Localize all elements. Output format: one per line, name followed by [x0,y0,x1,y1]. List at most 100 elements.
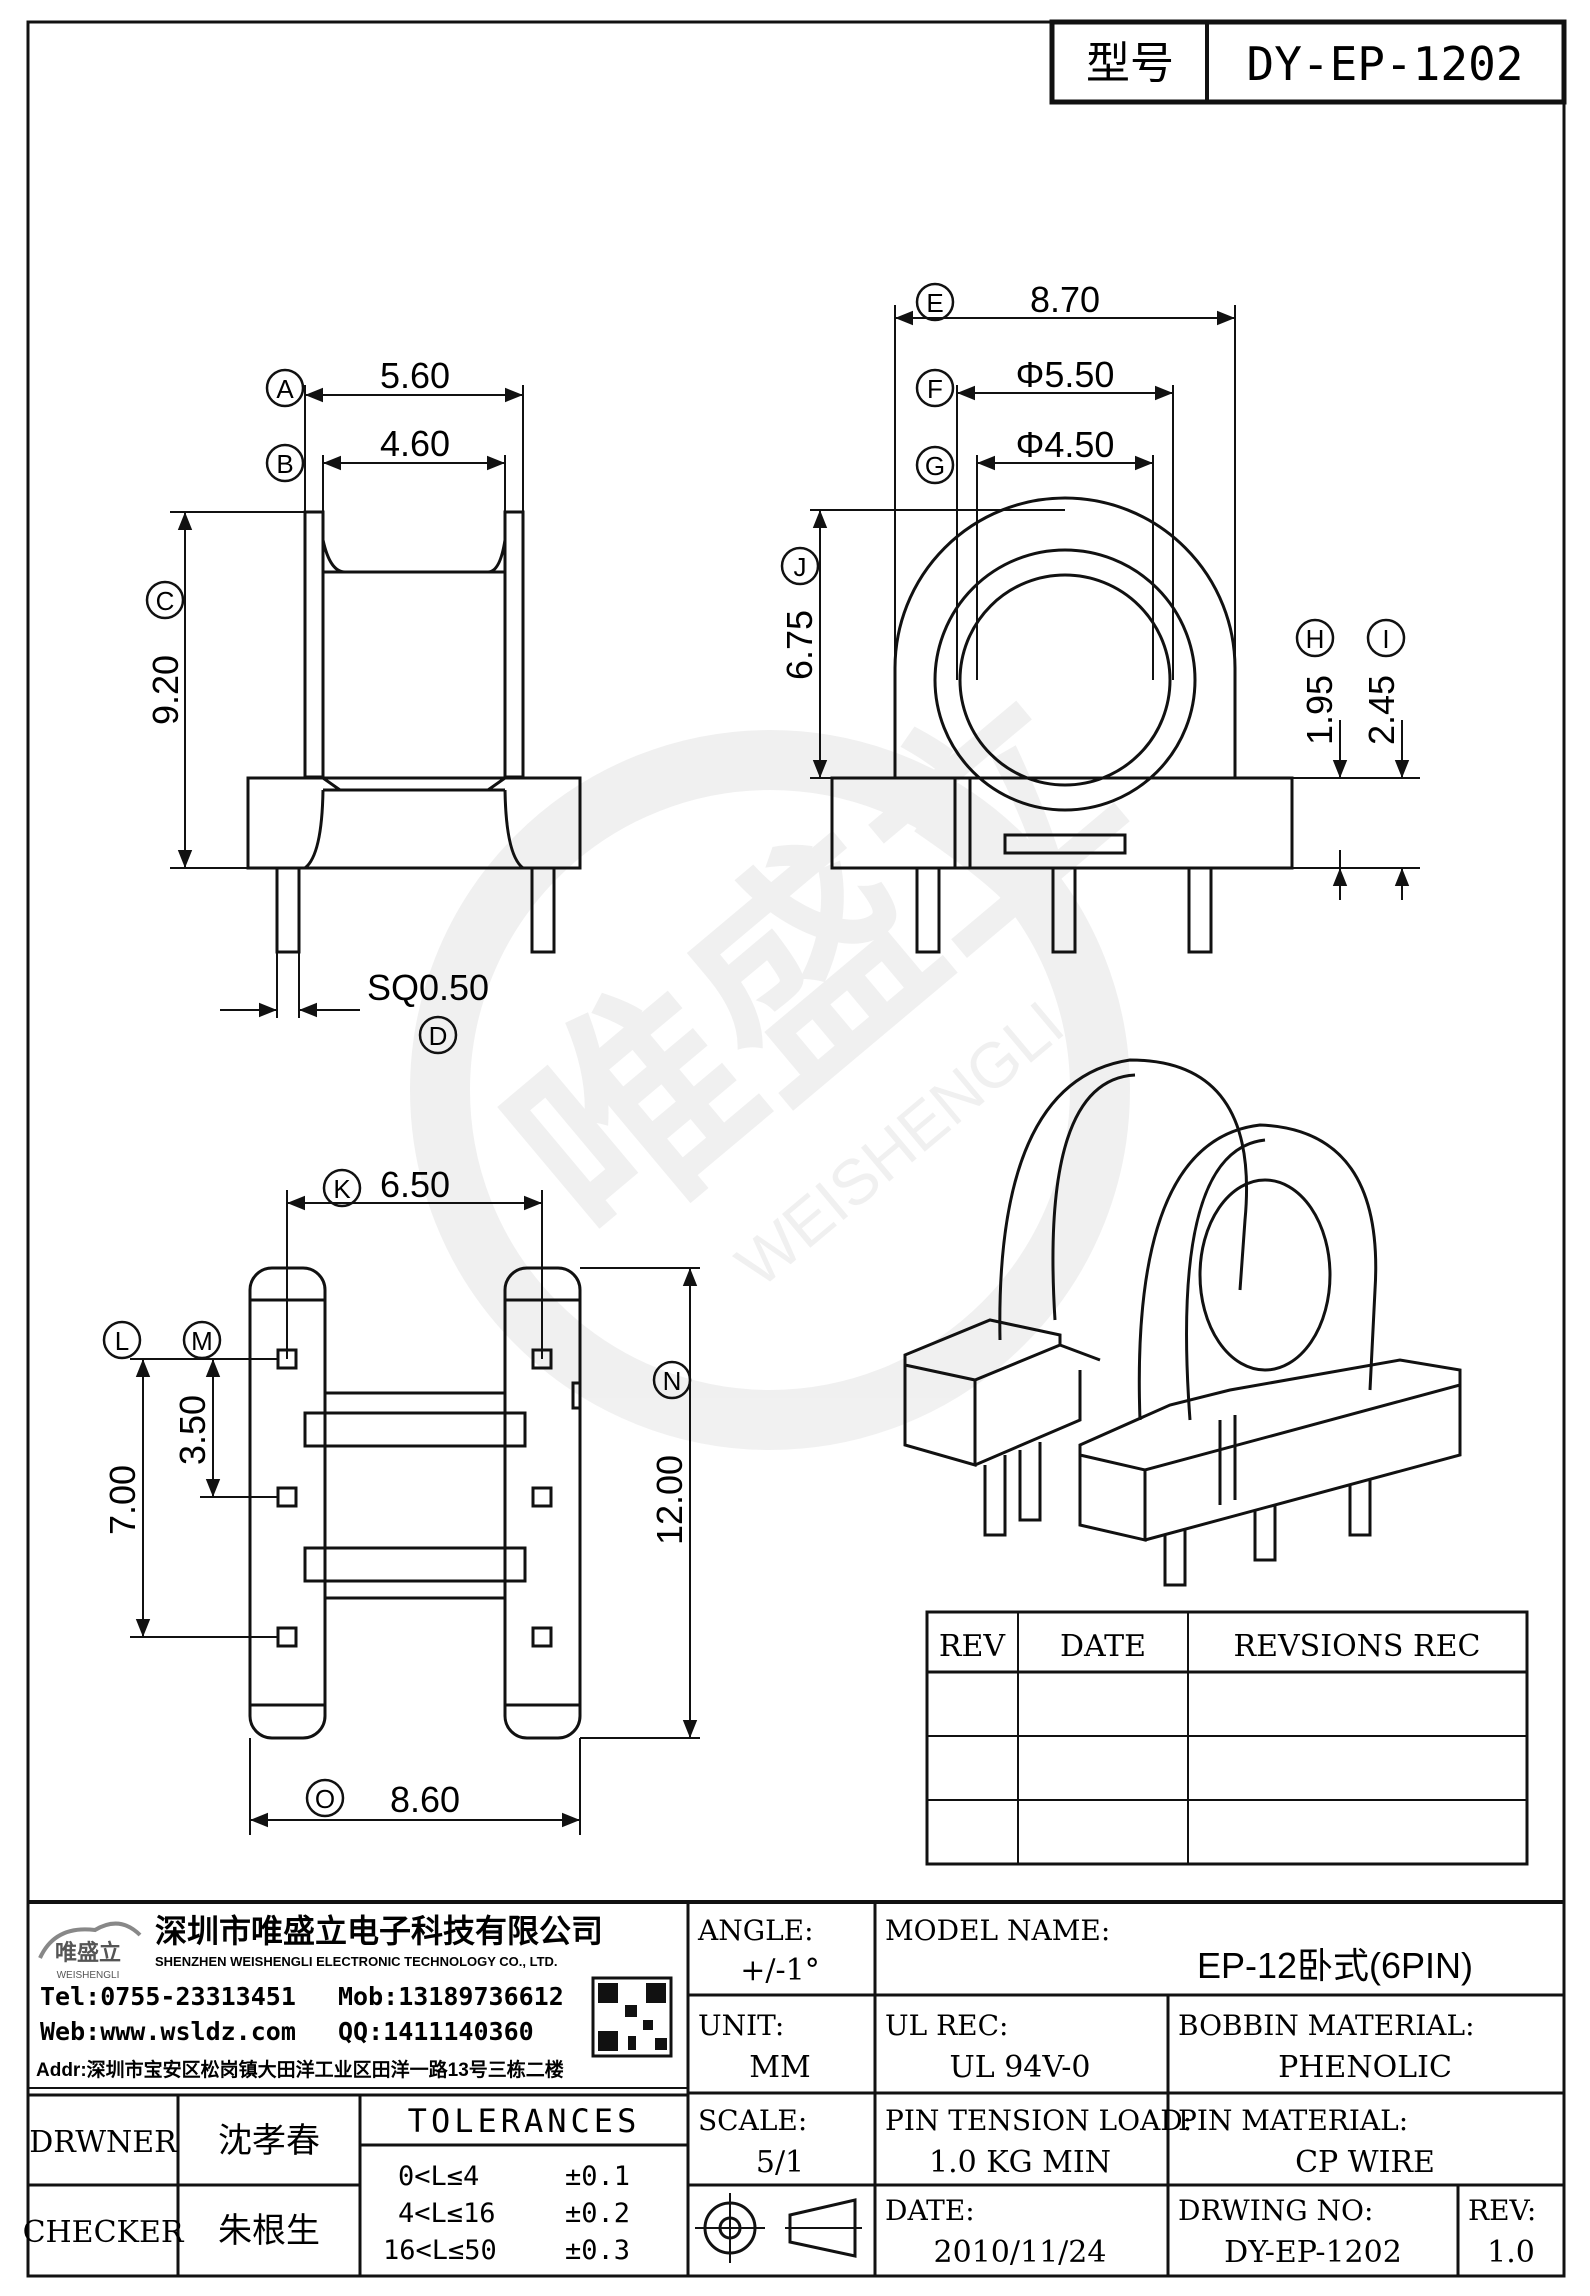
dim-n-value: 12.00 [649,1455,690,1545]
company-mob: Mob:13189736612 [338,1982,564,2011]
dim-d-value: SQ0.50 [367,967,489,1008]
unit-label: UNIT: [698,2009,784,2042]
ref-a-balloon: A [265,368,305,408]
front-view [830,496,1294,954]
side-view-dimensions [170,385,524,1018]
dim-o-value: 8.60 [390,1779,460,1820]
drawner-value: 沈孝春 [218,2122,320,2160]
checker-value: 朱根生 [218,2212,320,2250]
svg-text:C: C [156,586,175,616]
bobbin-material-value: PHENOLIC [1278,2050,1452,2085]
svg-text:K: K [333,1174,351,1204]
side-view [246,510,582,954]
dim-b-value: 4.60 [380,423,450,464]
company-web: Web:www.wsldz.com [40,2017,296,2046]
company-name-cn: 深圳市唯盛立电子科技有限公司 [155,1913,603,1949]
ref-m-balloon: M [182,1320,222,1360]
ref-o-balloon: O [305,1778,345,1818]
tol-1-value: ±0.1 [565,2161,630,2192]
ref-e-balloon: E [915,282,955,322]
pin-tension-label: PIN TENSION LOAD: [885,2104,1192,2137]
dim-e-value: 8.70 [1030,279,1100,320]
revisions-rec-header: REVSIONS REC [1234,1629,1481,1664]
rev-header: REV [939,1629,1006,1664]
header-model-box: 型号 DY-EP-1202 [1049,19,1567,105]
scale-value: 5/1 [756,2145,804,2180]
svg-text:G: G [925,451,945,481]
checker-label: CHECKER [23,2215,185,2250]
svg-text:J: J [794,552,807,582]
scale-label: SCALE: [698,2104,807,2137]
svg-text:I: I [1382,624,1389,654]
watermark: 唯盛立 WEISHENGLI [410,647,1160,1450]
svg-text:A: A [276,374,294,404]
svg-text:WEISHENGLI: WEISHENGLI [57,1970,120,1981]
revision-table [925,1610,1529,1866]
drawing-no-label: DRWING NO: [1178,2194,1373,2227]
date-header: DATE [1060,1629,1146,1664]
company-name-en: SHENZHEN WEISHENGLI ELECTRONIC TECHNOLOG… [155,1954,558,1969]
model-label: 型号 [1086,39,1174,88]
tol-3-range: 16<L≤50 [383,2235,497,2266]
svg-text:O: O [315,1784,335,1814]
front-view-dimensions [810,305,1420,900]
ref-b-balloon: B [265,443,305,483]
angle-value: +/-1° [740,1953,819,1988]
title-block [28,1900,1564,2276]
dim-g-value: Φ4.50 [1016,424,1115,465]
ul-rec-label: UL REC: [885,2009,1008,2042]
model-name-label: MODEL NAME: [885,1914,1110,1947]
dim-h-value: 1.95 [1299,675,1340,745]
model-name-value: EP-12卧式(6PIN) [1197,1945,1473,1986]
dim-k-value: 6.50 [380,1164,450,1205]
angle-label: ANGLE: [697,1914,814,1947]
drawner-label: DRWNER [29,2125,178,2160]
date-value: 2010/11/24 [934,2235,1107,2270]
isometric-view [903,1058,1462,1587]
dim-f-value: Φ5.50 [1016,354,1115,395]
sheet-border [26,20,1566,2278]
dim-m-value: 3.50 [172,1395,213,1465]
ref-k-balloon: K [322,1168,362,1208]
ul-rec-value: UL 94V-0 [949,2050,1090,2085]
unit-value: MM [749,2050,810,2085]
ref-f-balloon: F [915,368,955,408]
svg-text:D: D [429,1021,448,1051]
dim-i-value: 2.45 [1361,675,1402,745]
dim-a-value: 5.60 [380,355,450,396]
ref-j-balloon: J [780,546,820,586]
dim-l-value: 7.00 [102,1465,143,1535]
company-tel: Tel:0755-23313451 [40,1982,296,2011]
svg-text:唯盛立: 唯盛立 [55,1940,121,1965]
company-qq: QQ:1411140360 [338,2017,534,2046]
ref-i-balloon: I [1366,618,1406,658]
projection-symbol-icon [695,2193,862,2263]
pin-material-label: PIN MATERIAL: [1178,2104,1408,2137]
ref-n-balloon: N [652,1360,692,1400]
pin-tension-value: 1.0 KG MIN [929,2145,1111,2180]
svg-text:E: E [926,288,943,318]
pin-material-value: CP WIRE [1295,2145,1435,2180]
dim-j-value: 6.75 [779,610,820,680]
company-logo: 唯盛立 WEISHENGLI [38,1921,142,1981]
svg-text:L: L [115,1326,129,1356]
rev-label: REV: [1468,2194,1536,2227]
bobbin-material-label: BOBBIN MATERIAL: [1178,2009,1475,2042]
qr-code-icon [591,1976,673,2058]
company-addr: Addr:深圳市宝安区松岗镇大田洋工业区田洋一路13号三栋二楼 [36,2058,564,2081]
ref-l-balloon: L [102,1320,142,1360]
model-value: DY-EP-1202 [1247,37,1524,91]
date-label: DATE: [885,2194,975,2227]
ref-c-balloon: C [145,580,185,620]
drawing-no-value: DY-EP-1202 [1224,2235,1402,2270]
svg-text:F: F [927,374,943,404]
bottom-view-dimensions [130,1190,700,1835]
ref-d-balloon: D [418,1015,458,1055]
ref-g-balloon: G [915,445,955,485]
rev-value: 1.0 [1487,2235,1535,2270]
svg-text:M: M [191,1326,213,1356]
svg-text:N: N [663,1366,682,1396]
ref-h-balloon: H [1295,618,1335,658]
tol-2-value: ±0.2 [565,2198,630,2229]
